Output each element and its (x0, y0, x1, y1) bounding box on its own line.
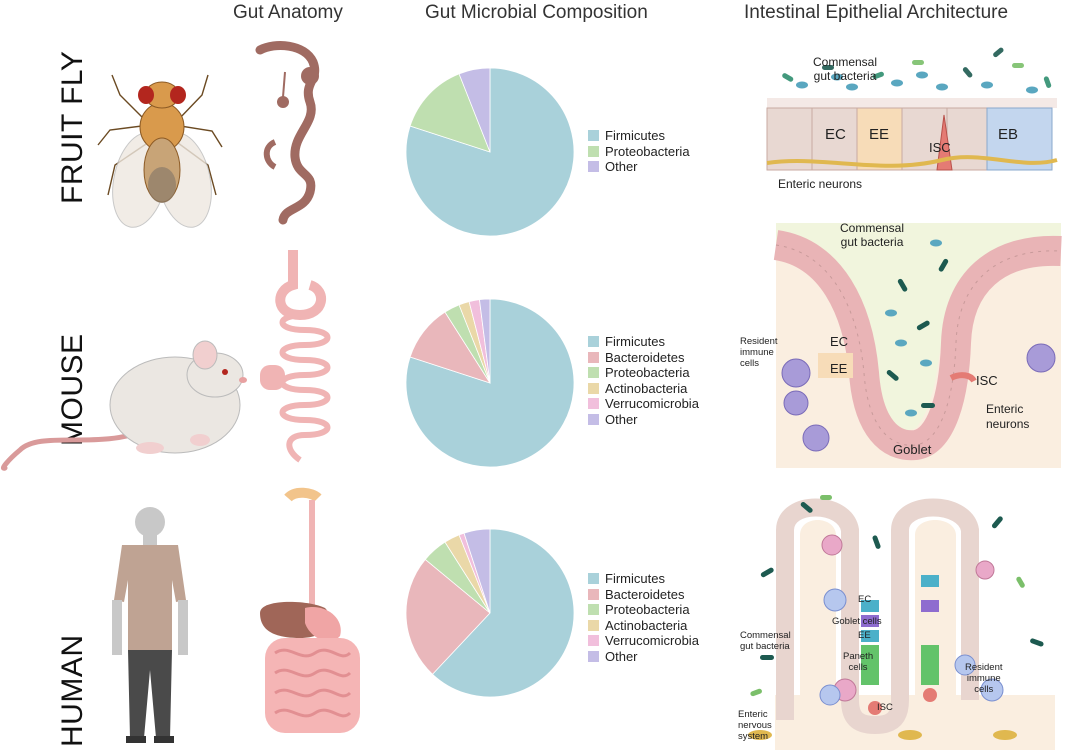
human-label-goblet-cells: Goblet cells (832, 616, 882, 627)
mouse-label-commensal-bacteria: Commensal gut bacteria (840, 221, 905, 249)
legend-item-firmicutes: Firmicutes (588, 334, 699, 350)
pie-slice-firmicutes (431, 528, 575, 698)
fruit-fly-gut (255, 41, 320, 225)
human-label-resident-immune-cells: Resident immune cells (965, 662, 1003, 695)
legend-label: Bacteroidetes (605, 349, 685, 365)
pie-chart-human (405, 528, 575, 698)
mouse-label-enteric-neurons: Enteric neurons (986, 402, 1030, 431)
fly-label-eb: EB (998, 126, 1019, 143)
legend-swatch (588, 619, 599, 631)
legend-label: Firmicutes (605, 128, 665, 144)
human-label-enteric-nervous-system: Enteric nervous system (738, 709, 772, 742)
human-illustration (112, 507, 188, 743)
human-label-paneth-cells: Paneth cells (843, 651, 874, 673)
legend-label: Actinobacteria (605, 380, 688, 396)
legend-label: Actinobacteria (605, 617, 688, 633)
fruit-fly-illustration (97, 74, 223, 228)
legend-item-bacteroidetes: Bacteroidetes (588, 350, 699, 366)
legend-swatch (588, 604, 599, 616)
legend-item-other: Other (588, 649, 699, 665)
legend-label: Other (605, 648, 638, 664)
legend-label: Proteobacteria (605, 143, 690, 159)
fly-epithelium-diagram (766, 47, 1058, 171)
legend-item-verrucomicrobia: Verrucomicrobia (588, 633, 699, 649)
legend-swatch (588, 650, 599, 662)
fly-label-commensal-bacteria: Commensal gut bacteria (813, 55, 878, 83)
pie-slice-other (458, 67, 491, 153)
legend-swatch (588, 382, 599, 394)
legend-item-proteobacteria: Proteobacteria (588, 144, 690, 160)
legend-swatch (588, 588, 599, 600)
legend-swatch (588, 398, 599, 410)
legend-swatch (588, 130, 599, 142)
legend-item-other: Other (588, 412, 699, 428)
mouse-gut (260, 250, 331, 463)
legend-label: Bacteroidetes (605, 586, 685, 602)
legend-swatch (588, 573, 599, 585)
legend-label: Proteobacteria (605, 365, 690, 381)
legend-item-actinobacteria: Actinobacteria (588, 618, 699, 634)
legend-item-firmicutes: Firmicutes (588, 128, 690, 144)
mouse-label-isc: ISC (976, 373, 998, 388)
human-label-isc: ISC (877, 702, 893, 713)
fly-label-ec: EC (825, 126, 846, 143)
legend-item-other: Other (588, 159, 690, 175)
legend-swatch (588, 635, 599, 647)
pie-chart-fruit-fly (405, 67, 575, 237)
fly-label-isc: ISC (929, 140, 951, 155)
mouse-label-resident-immune-cells: Resident immune cells (740, 336, 778, 369)
header-gut-anatomy: Gut Anatomy (233, 2, 343, 23)
header-gut-microbial-composition: Gut Microbial Composition (425, 2, 648, 23)
pie-slice-proteobacteria (409, 73, 491, 153)
legend-item-bacteroidetes: Bacteroidetes (588, 587, 699, 603)
legend-swatch (588, 161, 599, 173)
mouse-label-goblet: Goblet (893, 442, 932, 457)
legend-item-verrucomicrobia: Verrucomicrobia (588, 396, 699, 412)
pie-slice-other (463, 528, 491, 614)
pie-slice-other (479, 298, 491, 384)
mouse-label-ee: EE (830, 361, 848, 376)
human-gut (260, 487, 360, 733)
header-intestinal-epithelial-architecture: Intestinal Epithelial Architecture (744, 2, 1009, 23)
legend-swatch (588, 351, 599, 363)
fly-label-enteric-neurons: Enteric neurons (778, 177, 863, 191)
legend-swatch (588, 145, 599, 157)
pie-chart-mouse (405, 298, 575, 468)
row-label-fruit-fly: FRUIT FLY (56, 50, 89, 204)
legend-swatch (588, 413, 599, 425)
legend-item-proteobacteria: Proteobacteria (588, 365, 699, 381)
legend-label: Firmicutes (605, 334, 665, 350)
human-label-ec: EC (858, 594, 872, 605)
legend-label: Verrucomicrobia (605, 396, 699, 412)
legend-item-actinobacteria: Actinobacteria (588, 381, 699, 397)
pie-slice-bacteroidetes (405, 558, 491, 675)
human-epithelium-diagram (748, 495, 1055, 750)
legend-item-firmicutes: Firmicutes (588, 571, 699, 587)
legend-label: Firmicutes (605, 571, 665, 587)
legend-swatch (588, 336, 599, 348)
mouse-label-ec: EC (830, 334, 849, 349)
mouse-epithelium-diagram (773, 223, 1062, 468)
legend-label: Other (605, 159, 638, 175)
fly-label-ee: EE (869, 126, 890, 143)
row-label-human: HUMAN (56, 634, 89, 748)
mouse-illustration (1, 340, 247, 471)
legend-label: Verrucomicrobia (605, 633, 699, 649)
human-label-commensal-bacteria: Commensal gut bacteria (740, 630, 791, 652)
human-label-ee: EE (858, 630, 871, 641)
legend-swatch (588, 367, 599, 379)
legend-label: Other (605, 411, 638, 427)
legend-label: Proteobacteria (605, 602, 690, 618)
legend-item-proteobacteria: Proteobacteria (588, 602, 699, 618)
